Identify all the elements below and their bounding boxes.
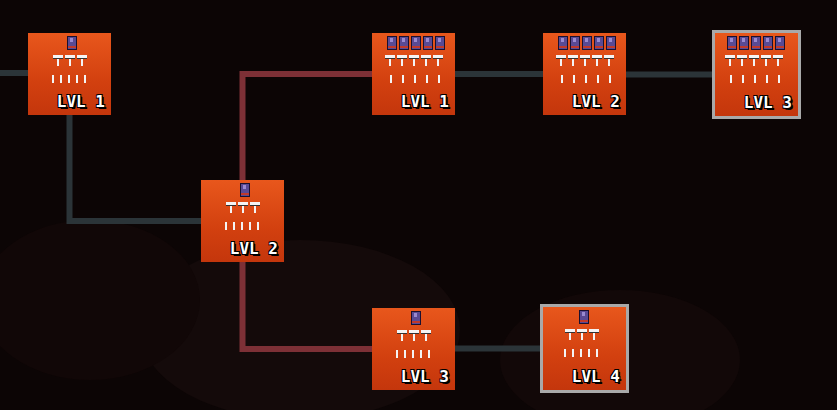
level-label: LVL 2 xyxy=(230,240,278,258)
level-label: LVL 4 xyxy=(572,368,620,386)
upgrade-box: LVL 3 xyxy=(372,308,455,390)
incoming-line xyxy=(0,70,30,76)
upgrade-box: LVL 3 xyxy=(712,30,801,119)
level-label: LVL 1 xyxy=(401,93,449,111)
level-label: LVL 3 xyxy=(401,368,449,386)
upgrade-box: LVL 2 xyxy=(201,180,284,262)
upgrade-path xyxy=(455,71,543,77)
upgrade-box: LVL 2 xyxy=(543,33,626,115)
upgrade-path xyxy=(243,262,373,349)
level-label: LVL 3 xyxy=(744,94,792,112)
level-label: LVL 2 xyxy=(572,93,620,111)
upgrade-path xyxy=(626,72,712,78)
upgrade-path xyxy=(455,346,540,352)
upgrade-path xyxy=(243,74,373,180)
upgrade-box: LVL 4 xyxy=(540,304,629,393)
upgrade-path xyxy=(70,115,202,221)
upgrade-box: LVL 1 xyxy=(28,33,111,115)
level-label: LVL 1 xyxy=(57,93,105,111)
upgrade-box: LVL 1 xyxy=(372,33,455,115)
